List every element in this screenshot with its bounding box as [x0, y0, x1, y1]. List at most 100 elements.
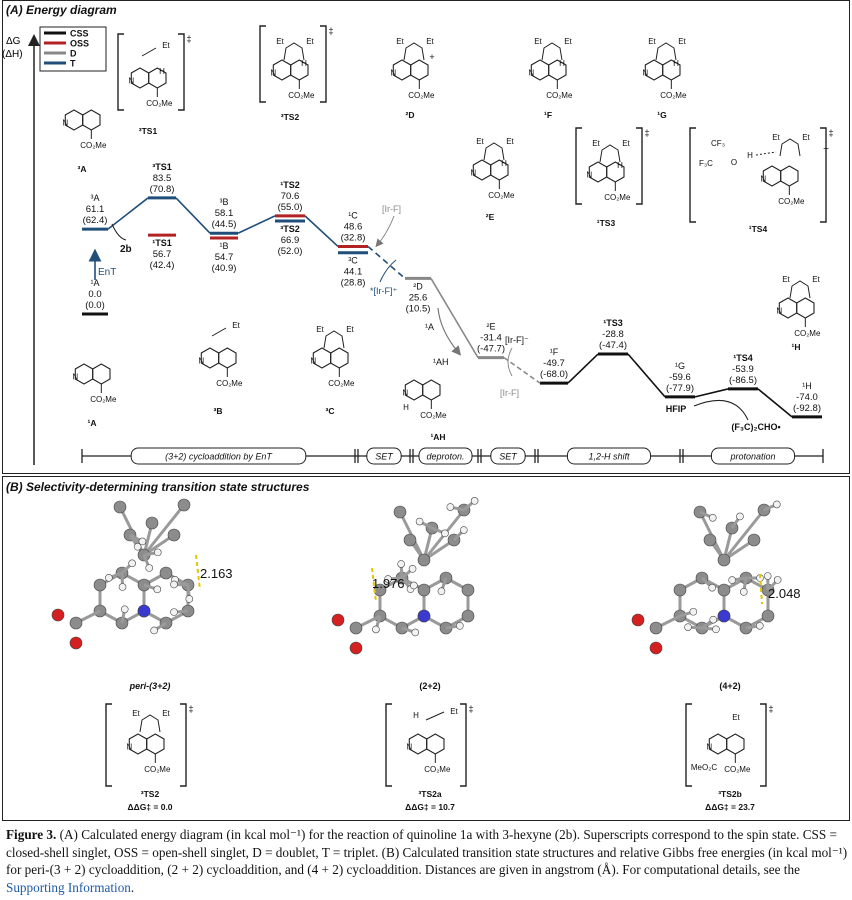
- dagger: ‡: [328, 26, 333, 36]
- h-atom: H: [159, 67, 165, 76]
- hydrogen-atom: [456, 622, 464, 630]
- ring-right: [92, 363, 111, 385]
- ts-label-2: ³TS2b: [718, 789, 742, 799]
- path-ts1-b: [175, 197, 211, 234]
- h-atom: H: [673, 59, 679, 68]
- oxygen-atom: [331, 613, 345, 627]
- oxygen-atom: [69, 636, 83, 650]
- level-value-E2: -31.4: [480, 333, 502, 344]
- level-enthalpy-TS4_1: (-86.5): [729, 375, 757, 386]
- et-right: Et: [564, 37, 572, 46]
- nh-h: H: [403, 403, 409, 412]
- level-value-TS2_1: 70.6: [281, 191, 300, 202]
- level-enthalpy-TS2_1: (55.0): [278, 202, 303, 213]
- level-enthalpy-B3: (44.5): [212, 219, 237, 230]
- ester-label: CO₂Me: [546, 91, 573, 100]
- et-alkyne: Et: [232, 321, 240, 330]
- carbon-atom: [717, 583, 731, 597]
- et-right: Et: [678, 37, 686, 46]
- et-right: Et: [812, 275, 820, 284]
- cp-ring: [655, 42, 677, 61]
- bond: [722, 509, 766, 561]
- ring-right: [422, 379, 441, 401]
- carbon-atom: [461, 583, 475, 597]
- hydrogen-atom: [460, 526, 468, 534]
- nitrogen-atom: [137, 604, 151, 618]
- n-atom: N: [528, 69, 534, 78]
- level-enthalpy-A1: (0.0): [85, 300, 105, 311]
- ester-label: CO₂Me: [328, 379, 355, 388]
- ester-label: CO₂Me: [420, 411, 447, 420]
- ent-label: EnT: [98, 267, 116, 278]
- hydrogen-atom: [105, 574, 113, 582]
- bracket-left: [689, 127, 696, 223]
- level-value-B3: 58.1: [215, 208, 234, 219]
- structure-label-C3: ³C: [326, 406, 335, 416]
- axis-label-dg: ΔG: [6, 36, 21, 47]
- et-right: Et: [802, 133, 810, 142]
- stage-pill-4: [566, 447, 652, 465]
- hydrogen-atom: [689, 607, 698, 616]
- level-name-C1: ¹C: [348, 210, 358, 220]
- mode-1: (2+2): [419, 681, 440, 691]
- stage-label-1: SET: [375, 452, 394, 462]
- path-e-f: [503, 356, 541, 384]
- level-name-TS2_1: ¹TS2: [280, 180, 300, 190]
- level-enthalpy-D2: (10.5): [406, 303, 431, 314]
- level-name-C3: ³C: [348, 256, 358, 266]
- ester-label: CO₂Me: [288, 91, 315, 100]
- hydrogen-atom: [728, 576, 736, 584]
- stage-label-0: (3+2) cycloaddition by EnT: [165, 452, 273, 462]
- distance-1: 1.976: [372, 576, 405, 591]
- bracket-right: [178, 33, 185, 111]
- hydrogen-atom: [118, 583, 127, 591]
- hydrogen-atom: [684, 623, 692, 631]
- cp-ring: [779, 138, 801, 157]
- level-enthalpy-H1: (-92.8): [793, 403, 821, 414]
- hydrogen-atom: [708, 513, 717, 522]
- bracket-left: [575, 127, 582, 205]
- dagger: ‡: [186, 34, 191, 44]
- et-right: Et: [346, 325, 354, 334]
- bracket-left: [385, 703, 392, 787]
- n-atom: N: [270, 69, 276, 78]
- n-atom: N: [72, 373, 78, 382]
- ring-right: [146, 733, 165, 755]
- a1-label: ¹A: [425, 322, 434, 332]
- level-value-G1: -59.6: [669, 372, 691, 383]
- et-left: Et: [592, 139, 600, 148]
- ester-label: CO₂Me: [144, 765, 171, 774]
- stage-pill-3: [490, 447, 526, 465]
- hydrogen-atom: [397, 560, 405, 568]
- hydrogen-atom: [415, 517, 424, 526]
- hydrogen-atom: [446, 503, 455, 511]
- level-value-TS1_1: 56.7: [153, 249, 172, 260]
- level-name-A1: ¹A: [91, 278, 100, 288]
- irf-plus-arrow: [379, 259, 397, 283]
- charge: +: [429, 52, 434, 62]
- n-atom: N: [760, 175, 766, 184]
- h-atom: H: [617, 161, 623, 170]
- hydrogen-atom: [763, 572, 772, 580]
- path-ts3-g: [627, 353, 666, 398]
- supporting-info-link[interactable]: Supporting Information: [6, 879, 131, 895]
- h-bond-h: H: [747, 151, 753, 160]
- path-ts2-c: [304, 215, 339, 248]
- n-atom: N: [776, 307, 782, 316]
- structure-label-H1: ¹H: [792, 342, 801, 352]
- carbon-atom: [393, 505, 407, 519]
- ring-right: [410, 59, 429, 81]
- bracket-left: [259, 25, 266, 103]
- level-enthalpy-TS1_3: (70.8): [150, 184, 175, 195]
- level-value-D2: 25.6: [409, 292, 428, 303]
- level-name-TS1_3: ³TS1: [152, 162, 172, 172]
- bracket-right: [320, 25, 327, 103]
- alkyne: [425, 711, 445, 721]
- legend-label-oss: OSS: [70, 39, 89, 49]
- legend-label-d: D: [70, 49, 77, 59]
